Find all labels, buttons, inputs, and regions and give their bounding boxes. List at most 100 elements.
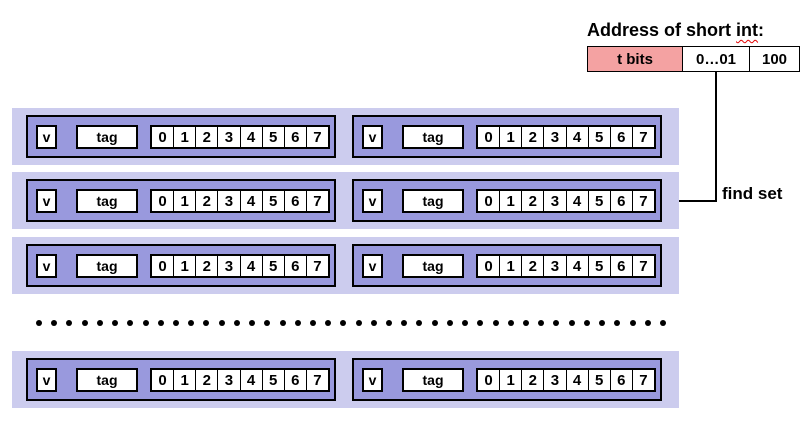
find-set-label: find set <box>722 184 783 203</box>
byte-cell: 4 <box>565 191 588 211</box>
byte-cell: 7 <box>305 127 328 147</box>
byte-cell: 1 <box>499 191 521 211</box>
byte-cell: 6 <box>609 127 632 147</box>
byte-cell: 1 <box>499 370 521 390</box>
ellipsis-dot <box>492 320 499 326</box>
byte-cell: 6 <box>609 370 632 390</box>
byte-cell: 2 <box>195 256 217 276</box>
byte-cell: 7 <box>631 191 654 211</box>
byte-cell: 2 <box>521 127 543 147</box>
ellipsis-dot <box>477 320 484 326</box>
ellipsis-dots <box>36 316 666 330</box>
address-fields: t bits 0…01 100 <box>587 46 800 72</box>
ellipsis-dot <box>294 320 301 326</box>
address-title: Address of short int: <box>587 20 764 41</box>
valid-bit: v <box>362 368 383 392</box>
byte-cell: 4 <box>239 191 262 211</box>
valid-bit: v <box>362 254 383 278</box>
tag-field: tag <box>402 125 464 149</box>
ellipsis-dot <box>112 320 119 326</box>
valid-bit: v <box>36 368 57 392</box>
ellipsis-dot <box>568 320 575 326</box>
ellipsis-dot <box>538 320 545 326</box>
byte-cell: 4 <box>239 256 262 276</box>
byte-cell: 2 <box>521 256 543 276</box>
byte-cell: 7 <box>305 370 328 390</box>
ellipsis-dot <box>401 320 408 326</box>
byte-cell: 2 <box>195 127 217 147</box>
ellipsis-dot <box>614 320 621 326</box>
valid-bit: v <box>362 189 383 213</box>
byte-cell: 5 <box>587 191 610 211</box>
byte-cell: 5 <box>261 256 284 276</box>
ellipsis-dot <box>218 320 225 326</box>
byte-cell: 1 <box>499 127 521 147</box>
ellipsis-dot <box>81 320 88 326</box>
byte-cell: 6 <box>283 191 306 211</box>
ellipsis-dot <box>644 320 651 326</box>
address-title-text: Address of short <box>587 20 737 40</box>
byte-cell: 7 <box>305 256 328 276</box>
byte-cell: 1 <box>173 127 195 147</box>
byte-cell: 1 <box>499 256 521 276</box>
tag-field: tag <box>402 189 464 213</box>
byte-cell: 6 <box>283 256 306 276</box>
byte-cell: 3 <box>217 256 239 276</box>
ellipsis-dot <box>233 320 240 326</box>
byte-cell: 7 <box>631 256 654 276</box>
byte-cell: 4 <box>565 370 588 390</box>
ellipsis-dot <box>416 320 423 326</box>
ellipsis-dot <box>188 320 195 326</box>
byte-cell: 3 <box>543 127 565 147</box>
byte-cell: 5 <box>587 256 610 276</box>
ellipsis-dot <box>386 320 393 326</box>
valid-bit: v <box>362 125 383 149</box>
byte-cell: 6 <box>609 191 632 211</box>
byte-cell: 3 <box>543 370 565 390</box>
byte-cell: 5 <box>261 191 284 211</box>
ellipsis-dot <box>446 320 453 326</box>
byte-cell: 2 <box>521 191 543 211</box>
byte-cell: 0 <box>484 371 493 389</box>
byte-cell: 4 <box>565 127 588 147</box>
ellipsis-dot <box>142 320 149 326</box>
byte-cell: 1 <box>173 370 195 390</box>
valid-bit: v <box>36 189 57 213</box>
tag-field: tag <box>76 368 138 392</box>
block-offset-field: 100 <box>749 47 799 71</box>
ellipsis-dot <box>264 320 271 326</box>
ellipsis-dot <box>172 320 179 326</box>
ellipsis-dot <box>325 320 332 326</box>
byte-cell: 5 <box>261 127 284 147</box>
byte-cell: 2 <box>521 370 543 390</box>
byte-cell: 7 <box>631 127 654 147</box>
valid-bit: v <box>36 254 57 278</box>
ellipsis-dot <box>340 320 347 326</box>
ellipsis-dot <box>462 320 469 326</box>
byte-cell: 5 <box>587 127 610 147</box>
byte-cell: 0 <box>484 128 493 146</box>
ellipsis-dot <box>249 320 256 326</box>
byte-cell: 7 <box>631 370 654 390</box>
byte-cell: 0 <box>484 192 493 210</box>
tag-field: tag <box>76 254 138 278</box>
byte-cell: 6 <box>609 256 632 276</box>
byte-cell: 3 <box>543 191 565 211</box>
ellipsis-dot <box>66 320 73 326</box>
ellipsis-dot <box>523 320 529 326</box>
